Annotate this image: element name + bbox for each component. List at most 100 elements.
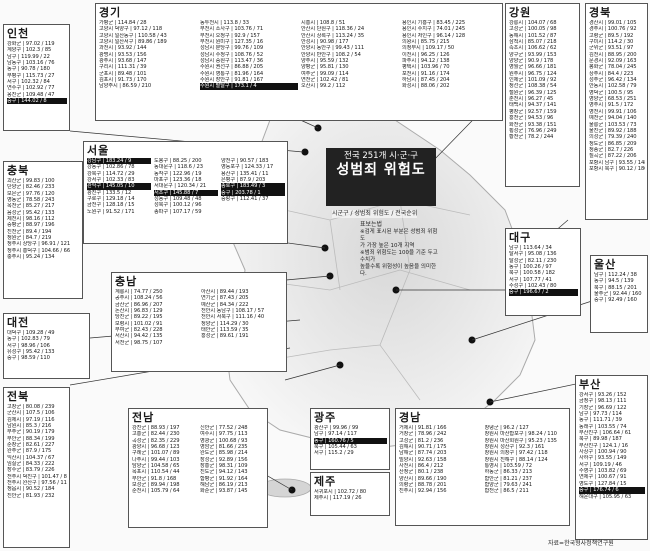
district-entry: 장성군 | 92.89 / 156: [200, 456, 248, 463]
region-title: 강원: [509, 6, 532, 19]
district-entry: 보성군 | 89.94 / 198: [132, 482, 180, 489]
district-entry: 정선군 | 108.38 / 54: [509, 83, 557, 90]
district-entry: 마포구 | 123.36 / 18: [154, 177, 202, 184]
district-entry: 노원구 | 91.52 / 171: [87, 208, 135, 215]
district-entry: 하남시 | 87.45 / 204: [402, 77, 450, 84]
district-entry: 고양시 일산서구 | 89.86 / 189: [99, 39, 167, 46]
district-entry: 천안시 동남구 | 108.17 / 57: [201, 308, 265, 315]
map-subtitle: 시군구 / 성범죄 위험도 / 전국순위: [332, 210, 418, 218]
district-entry: 영등포구 | 124.33 / 17: [221, 164, 274, 171]
district-entry: 남원시 | 85.3 / 216: [7, 423, 52, 430]
district-entry: 원주시 | 96.75 / 124: [509, 70, 557, 77]
district-entry: 군포시 | 89.48 / 101: [99, 70, 147, 77]
district-entry: 영덕군 | 100.5 / 95: [589, 89, 634, 96]
district-entry: 함평군 | 91.92 / 164: [200, 475, 248, 482]
district-entry: 문경시 | 92.09 / 163: [589, 58, 637, 65]
district-entry: 신안군 | 77.52 / 248: [200, 425, 248, 431]
district-entry: 남해군 | 87.74 / 203: [399, 450, 447, 457]
district-entry: 동작구 | 122.96 / 19: [154, 170, 202, 177]
district-entry: 예천군 | 94.04 / 140: [589, 115, 637, 122]
district-entry: 수영구 | 103.82 / 69: [579, 468, 627, 475]
district-entry: 동구 | 90.78 / 180: [7, 66, 50, 73]
district-entry: 계양구 | 102.3 / 85: [7, 47, 52, 54]
district-entry: 구미시 | 114.2 / 30: [589, 39, 634, 46]
district-entry: 청주시 흥덕구 | 104.66 / 66: [7, 247, 71, 254]
district-entry: 철원군 | 96.39 / 125: [509, 89, 557, 96]
district-entry: 해남군 | 86.19 / 213: [200, 482, 248, 489]
district-entry: 군산시 | 107.5 / 106: [7, 410, 55, 417]
district-entry: 태백시 | 94.37 / 141: [509, 102, 557, 109]
district-entry: 부산진구 | 106.64 / 61: [579, 430, 632, 437]
district-entry: 강화군 | 97.02 / 119: [7, 41, 55, 47]
district-entry: 무주군 | 90.19 / 179: [7, 429, 55, 436]
district-entry: 은평구 | 87.9 / 203: [221, 177, 266, 184]
district-entry: 강동구 | 102.86 / 78: [87, 164, 135, 171]
district-entry: 성주군 | 96.42 / 134: [589, 77, 637, 84]
district-entry: 제천시 | 98.16 / 112: [7, 216, 55, 223]
district-entry: 강서구 | 93.26 / 152: [579, 392, 627, 398]
district-entry: 옥천군 | 85.27 / 217: [7, 203, 55, 210]
district-entry: 진천군 | 89.4 / 194: [7, 228, 52, 235]
district-entry: 김제시 | 97.19 / 116: [7, 416, 55, 423]
district-entry: 당진군 | 89.22 / 195: [115, 314, 163, 321]
district-entry: 창원시 마산회원구 | 95.23 / 135: [484, 437, 557, 444]
district-entry: 오산시 | 99.2 / 112: [301, 83, 346, 90]
district-entry: 음성군 | 95.42 / 133: [7, 209, 55, 216]
district-entry: 충주시 | 95.24 / 134: [7, 254, 55, 261]
district-entry: 안동시 | 102.58 / 79: [589, 83, 637, 90]
legend-line: ※범죄 위험도는 100을 기준 두고 수치가: [360, 250, 438, 263]
district-entry: 담양군 | 104.58 / 65: [132, 463, 180, 470]
district-entry: 공주시 | 108.24 / 56: [115, 295, 163, 302]
district-entry: 순창군 | 82.61 / 227: [7, 442, 55, 449]
legend: 표보는법 ※검게 표시된 부분은 성범죄 위험도 가 가장 높은 10개 지역 …: [360, 221, 438, 278]
district-entry: 진주시 | 92.94 / 156: [399, 488, 447, 495]
district-entry: 북구 | 100.58 / 182: [509, 270, 555, 277]
district-entry: 달성군 | 82.11 / 230: [509, 257, 557, 264]
district-entry: 제주시 | 117.19 / 26: [314, 495, 362, 502]
district-entry: 북구 | 105.44 / 63: [314, 444, 357, 451]
district-entry: 청원군 | 84.7 / 219: [7, 235, 52, 242]
district-entry: 안양시 만안구 | 108.2 / 54: [301, 51, 361, 58]
district-entry: 수원시 장안구 | 91.81 / 167: [200, 77, 264, 84]
district-entry: 영도구 | 127.84 / 15: [579, 480, 627, 487]
district-entry: 창원시 의창구 | 97.42 / 118: [484, 450, 548, 457]
district-entry: 강릉시 | 104.07 / 68: [509, 20, 557, 26]
district-entry: 홍천군 | 94.53 / 96: [509, 115, 554, 122]
district-entry: 구로구 | 129.18 / 14: [87, 196, 135, 203]
district-entry: 울릉군 | 103.53 / 73: [589, 121, 637, 128]
district-entry: 금정구 | 98.13 / 111: [579, 398, 627, 405]
district-entry: 창원시 진해구 | 88.14 / 124: [484, 456, 548, 463]
district-entry: 화성시 | 88.06 / 202: [402, 83, 450, 90]
district-entry: 양주시 | 95.59 / 132: [301, 58, 349, 65]
district-entry: 임실군 | 84.33 / 222: [7, 461, 55, 468]
district-entry-top10: 중구 | 196.67 / 2: [509, 289, 578, 296]
district-entry: 포천시 | 91.16 / 174: [402, 70, 450, 77]
district-entry: 양천구 | 90.57 / 183: [221, 158, 269, 164]
district-entry: 남구 | 113.64 / 34: [509, 245, 552, 251]
district-entry: 홍성군 | 89.61 / 191: [201, 333, 249, 340]
district-entry: 양양군 | 90.9 / 178: [509, 58, 554, 65]
district-entry: 중랑구 | 112.41 / 37: [221, 196, 269, 203]
district-entry: 서대문구 | 120.34 / 21: [154, 183, 207, 190]
region-title: 대구: [509, 231, 532, 244]
district-entry: 괴산군 | 99.83 / 100: [7, 178, 55, 184]
district-entry: 전주시 완산구 | 97.56 / 115: [7, 480, 67, 487]
district-entry: 산청군 | 80.1 / 238: [399, 469, 444, 476]
